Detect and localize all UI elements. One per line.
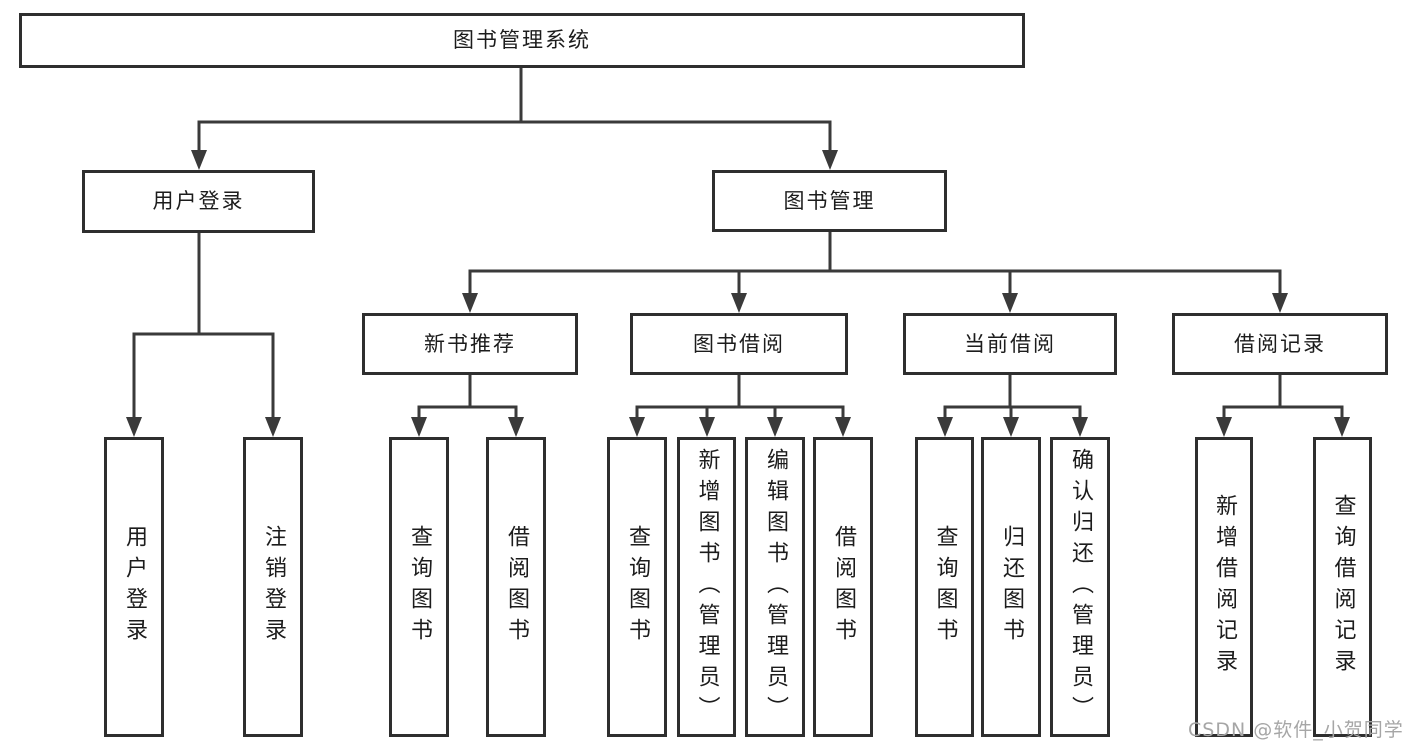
node-add-books-admin: 新增图书（管理员） (677, 437, 736, 737)
arrowhead-icon (411, 417, 427, 437)
arrowhead-icon (767, 417, 783, 437)
node-book-management: 图书管理 (712, 170, 947, 232)
arrowhead-icon (937, 417, 953, 437)
node-user-login: 用户登录 (104, 437, 164, 737)
node-logout: 注销登录 (243, 437, 303, 737)
arrowhead-icon (265, 417, 281, 437)
arrowhead-icon (126, 417, 142, 437)
node-book-borrowing: 图书借阅 (630, 313, 848, 375)
node-new-book-recommendation: 新书推荐 (362, 313, 578, 375)
arrowhead-icon (1002, 293, 1018, 313)
node-add-borrow-record: 新增借阅记录 (1195, 437, 1253, 737)
node-book-management-system: 图书管理系统 (19, 13, 1025, 68)
arrowheads (126, 150, 1350, 437)
arrowhead-icon (508, 417, 524, 437)
arrowhead-icon (1272, 293, 1288, 313)
node-edit-books-admin: 编辑图书（管理员） (745, 437, 805, 737)
arrowhead-icon (699, 417, 715, 437)
arrowhead-icon (1334, 417, 1350, 437)
arrowhead-icon (629, 417, 645, 437)
edge-userlogin-rail (132, 332, 275, 420)
csdn-watermark: CSDN @软件_小贺同学 (1188, 719, 1404, 741)
arrowhead-icon (1003, 417, 1019, 437)
node-borrowing-records: 借阅记录 (1172, 313, 1388, 375)
node-query-borrow-record: 查询借阅记录 (1313, 437, 1372, 737)
node-current-borrowing: 当前借阅 (903, 313, 1117, 375)
arrowhead-icon (835, 417, 851, 437)
arrowhead-icon (731, 293, 747, 313)
arrowhead-icon (462, 293, 478, 313)
edge-bookborrow-rail (635, 405, 845, 420)
node-borrow-books-2: 借阅图书 (813, 437, 873, 737)
edge-bookmgmt-rail (468, 269, 1282, 298)
node-query-books-3: 查询图书 (915, 437, 974, 737)
arrowhead-icon (191, 150, 207, 170)
edge-newbook-rail (417, 405, 518, 420)
connector-edges (132, 66, 1344, 420)
node-confirm-return-admin: 确认归还（管理员） (1050, 437, 1110, 737)
node-return-books: 归还图书 (981, 437, 1041, 737)
node-user-login-branch: 用户登录 (82, 170, 315, 233)
edge-records-rail (1222, 405, 1344, 420)
arrowhead-icon (822, 150, 838, 170)
node-borrow-books-1: 借阅图书 (486, 437, 546, 737)
node-query-books-2: 查询图书 (607, 437, 667, 737)
edge-root-rail (197, 120, 832, 154)
arrowhead-icon (1072, 417, 1088, 437)
arrowhead-icon (1216, 417, 1232, 437)
node-query-books-1: 查询图书 (389, 437, 449, 737)
